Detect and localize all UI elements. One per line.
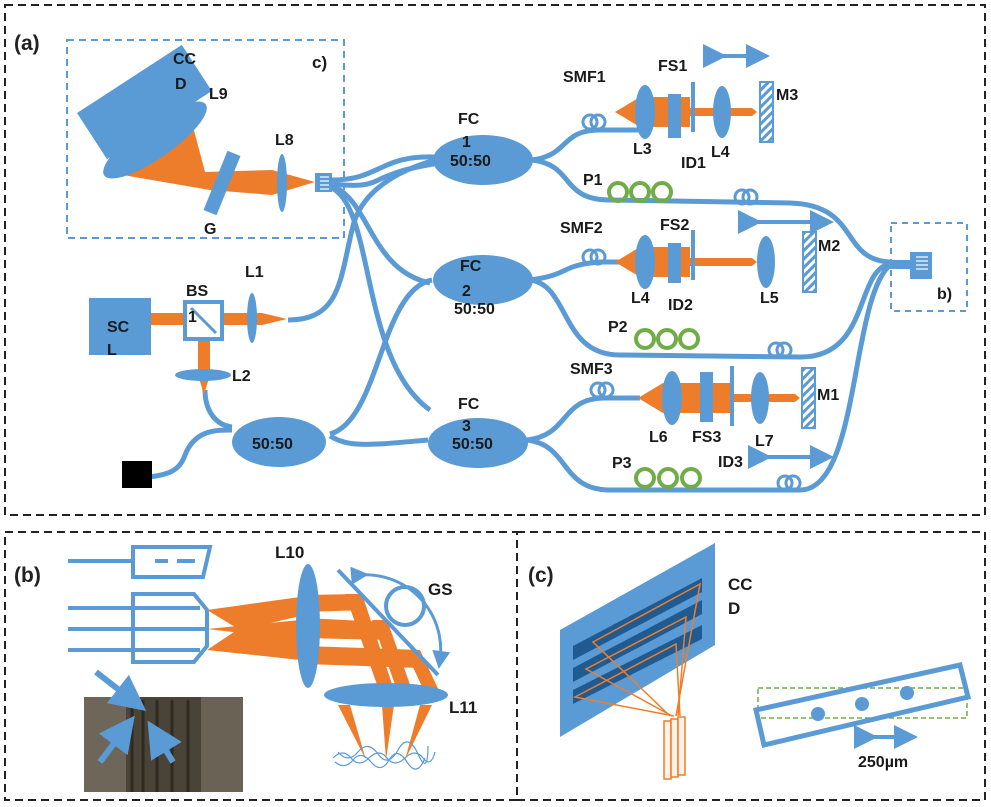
lens-l2 (175, 369, 231, 381)
coupler-fc1 (433, 135, 533, 185)
p3-label: P3 (612, 455, 632, 472)
reference-arm-1 (615, 44, 774, 143)
probe-ferrule (888, 260, 912, 269)
lens-l11-label: L11 (449, 698, 477, 717)
lens-l9 (103, 101, 207, 179)
ccd-label-1: CC (173, 51, 197, 68)
spectrometer-box-label: c) (312, 53, 327, 72)
panel-b-frame (4, 531, 518, 801)
scale-label: 250µm (858, 754, 908, 771)
coupler-fc2 (433, 255, 533, 305)
smf2-label: SMF2 (560, 220, 603, 237)
polarization-controller-1 (607, 181, 673, 203)
photo-arrows (94, 669, 182, 764)
source-label-1: SC (107, 319, 130, 336)
lens-l2-label: L2 (232, 368, 251, 385)
fiber-loops (581, 113, 802, 492)
fc3-index: 3 (462, 418, 471, 435)
polarization-controller-2 (634, 328, 700, 350)
rotated-slide (753, 662, 972, 749)
l4a-label: L4 (711, 144, 730, 161)
ccd-c-label-2: D (728, 599, 740, 618)
ccd-label-2: D (175, 76, 187, 93)
bs-label-1: BS (186, 283, 209, 300)
beamsplitter-diagonal (189, 306, 218, 335)
light-source (89, 298, 151, 355)
bs-beam-down (198, 340, 210, 370)
id2-label: ID2 (668, 297, 693, 314)
lens-l10-label: L10 (275, 543, 304, 562)
fc1-ratio: 50:50 (450, 153, 491, 170)
lens-l1 (247, 293, 257, 343)
lens-l10 (296, 564, 320, 688)
photo-region (84, 697, 126, 792)
l7-label: L7 (755, 433, 774, 450)
galvo-motor-icon (384, 585, 426, 627)
fiber-array-connector (315, 173, 332, 192)
probe-box (890, 222, 968, 312)
fc1-index: 1 (462, 134, 471, 151)
sample-surface (332, 741, 436, 770)
beam-spots (811, 686, 914, 721)
polarization-controller-3 (634, 467, 702, 489)
source-beam (151, 313, 184, 325)
lens-l8 (277, 154, 287, 212)
lens-l1-label: L1 (245, 264, 264, 281)
probe-box-label: b) (937, 286, 952, 303)
fc2-index: 2 (462, 283, 471, 300)
panel-c-frame (516, 531, 986, 801)
panel-b-label: (b) (14, 564, 41, 587)
spectrometer-box (66, 39, 345, 239)
fc3-label: FC (458, 396, 480, 413)
l1-focus-beam (247, 313, 287, 325)
id3-label: ID3 (718, 454, 743, 471)
ccd-c-label-1: CC (728, 575, 753, 594)
reference-arm-3 (638, 366, 834, 469)
ccd-sensor (77, 44, 212, 160)
panel-c-label: (c) (528, 564, 554, 587)
photo-region (201, 697, 243, 792)
fs1-label: FS1 (658, 58, 687, 75)
l6-label: L6 (649, 429, 668, 446)
p1-label: P1 (583, 172, 603, 189)
p2-label: P2 (608, 319, 628, 336)
beam-dump (122, 461, 152, 488)
coupler-main (232, 417, 326, 467)
lens-l8-label: L8 (275, 132, 294, 149)
ccd-beam-lines (572, 582, 702, 717)
fs3-label: FS3 (692, 429, 721, 446)
galvo-label: GS (428, 580, 453, 599)
l2-focus-beam (199, 378, 209, 395)
coupler-fc3 (428, 418, 528, 468)
smf1-label: SMF1 (563, 69, 606, 86)
probe-fiber-array (68, 545, 213, 664)
reference-arm-2 (615, 210, 834, 293)
grating (203, 150, 241, 216)
m3-label: M3 (776, 87, 798, 104)
panel-a-label: (a) (14, 32, 40, 55)
scan-arrow-icon (350, 566, 451, 669)
fc2-ratio: 50:50 (454, 301, 495, 318)
id1-label: ID1 (681, 155, 706, 172)
smf3-label: SMF3 (570, 361, 613, 378)
source-label-2: L (107, 342, 117, 359)
lens-l11 (324, 683, 448, 707)
lens-l9-label: L9 (209, 86, 228, 103)
l4b-label: L4 (631, 290, 650, 307)
fc3-ratio: 50:50 (452, 436, 493, 453)
fc2-label: FC (460, 258, 482, 275)
grating-label: G (204, 221, 216, 238)
l5-label: L5 (760, 290, 779, 307)
m2-label: M2 (818, 238, 840, 255)
fibers (137, 127, 892, 493)
bs-label-2: 1 (188, 309, 197, 326)
fiber-array-3d (663, 716, 686, 780)
panel-a-frame (4, 4, 986, 516)
fc1-label: FC (458, 111, 480, 128)
fs2-label: FS2 (660, 217, 689, 234)
l3-label: L3 (633, 141, 652, 158)
coupler-main-ratio: 50:50 (252, 436, 293, 453)
m1-label: M1 (817, 387, 839, 404)
bs-beam-right (222, 313, 247, 325)
